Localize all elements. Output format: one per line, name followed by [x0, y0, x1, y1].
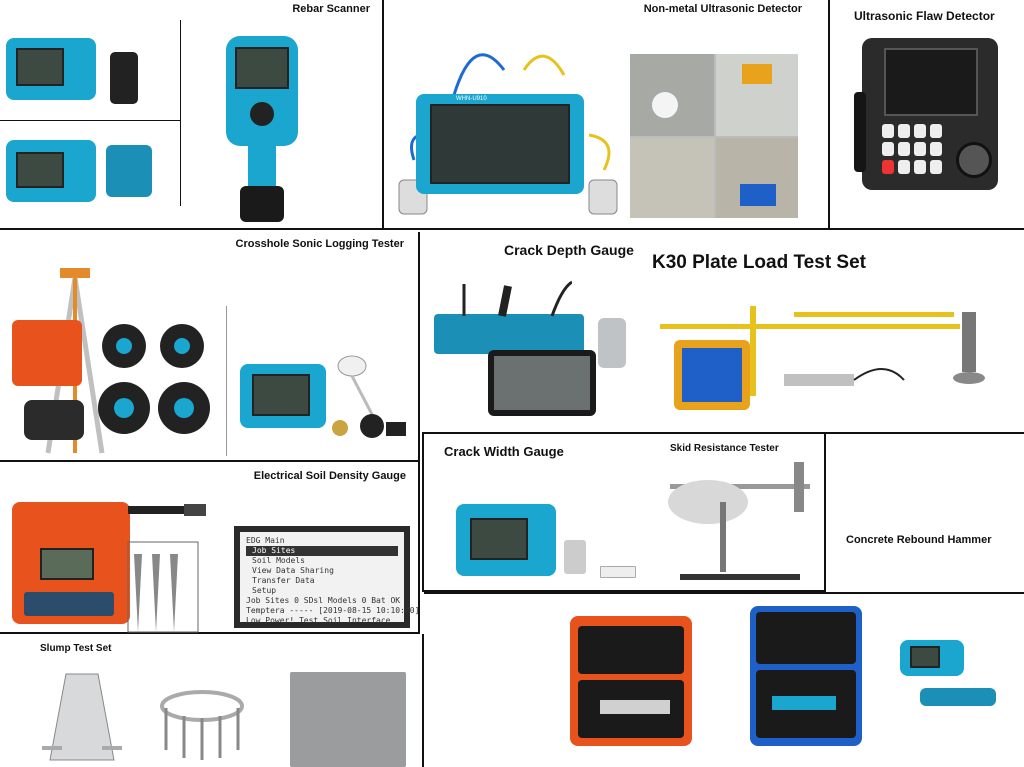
panel-nonmetal-ultrasonic: Non-metal Ultrasonic Detector WHN-U910: [384, 0, 830, 230]
screen-menu-item: View Data Sharing: [252, 566, 334, 575]
rebar-probe: [106, 145, 152, 197]
device-label: WHN-U910: [456, 96, 487, 102]
screen-status: Job Sites 0 SDsl Models 0 Bat OK: [246, 596, 401, 605]
panel-crosshole: Crosshole Sonic Logging Tester: [0, 232, 420, 462]
probes: [332, 355, 406, 438]
screen-header: EDG Main: [246, 536, 285, 545]
panel-flaw-detector: Ultrasonic Flaw Detector: [830, 0, 1024, 230]
panel-title: Ultrasonic Flaw Detector: [854, 9, 995, 23]
panel-title: Crack Depth Gauge: [504, 242, 634, 258]
panel-rebound-hammer: [424, 592, 1024, 767]
ultrasonic-cables: [398, 53, 618, 215]
orange-case: [12, 320, 82, 386]
blue-hammer-case: [750, 606, 862, 746]
probe-cables: [462, 280, 572, 317]
slump-ring: [160, 690, 244, 760]
panel-title: Rebar Scanner: [292, 3, 370, 15]
calibration-plate: [600, 566, 636, 578]
panel-title: Electrical Soil Density Gauge: [253, 470, 406, 482]
rebar-scanner-unit: [6, 140, 96, 202]
soil-spikes: [127, 504, 206, 633]
panel-title: Concrete Rebound Hammer: [846, 534, 992, 546]
tablet: [488, 350, 596, 416]
screen-menu-item: Job Sites: [246, 546, 398, 556]
soil-gauge-screen: EDG Main Job Sites Soil Models View Data…: [234, 526, 420, 628]
panel-rebar-scanner: Rebar Scanner: [0, 0, 384, 230]
ultrasonic-tablet: WHN-U910: [416, 94, 584, 194]
sonic-tester-unit: [240, 364, 326, 428]
panel-title: Skid Resistance Tester: [670, 443, 779, 454]
screen-menu-item: Soil Models: [252, 556, 305, 565]
screen-time: Temptera ----- [2019-08-15 10:10:00]: [246, 606, 420, 615]
panel-crack-width-skid: Crack Width Gauge Skid Resistance Tester: [422, 434, 826, 592]
screen-menu-item: Setup: [252, 586, 277, 595]
probe-cylinder: [598, 318, 626, 368]
cable-reels: [98, 324, 210, 434]
lens-cylinder: [564, 540, 586, 574]
divider: [226, 306, 227, 456]
control-unit: [24, 400, 84, 440]
hand-strap: [854, 92, 866, 172]
flaw-detector-unit: [862, 38, 998, 190]
divider: [180, 20, 181, 206]
panel-title: Crack Width Gauge: [444, 444, 564, 459]
panel-crack-depth-k30: Crack Depth Gauge K30 Plate Load Test Se…: [422, 232, 1024, 434]
rebar-scanner-handheld: [226, 36, 298, 222]
panel-slump-test: Slump Test Set: [0, 634, 424, 767]
panel-title: Non-metal Ultrasonic Detector: [643, 3, 802, 15]
skid-tester: [668, 462, 810, 580]
rebar-probe: [110, 52, 138, 104]
divider: [0, 120, 180, 121]
panel-title: K30 Plate Load Test Set: [652, 252, 866, 273]
rebound-hammer-display: [900, 640, 964, 676]
plate-load-set: [660, 306, 985, 410]
crack-width-unit: [456, 504, 556, 576]
field-photo: [630, 54, 798, 218]
crack-depth-unit: [434, 314, 584, 354]
panel-soil-density: Electrical Soil Density Gauge EDG Main J…: [0, 462, 420, 634]
panel-title: Crosshole Sonic Logging Tester: [235, 238, 404, 250]
slump-cone: [42, 673, 122, 761]
orange-case: [12, 502, 130, 624]
rebound-hammer: [920, 688, 996, 706]
panel-title: Slump Test Set: [40, 643, 112, 654]
rebar-scanner-unit: [6, 38, 96, 100]
orange-hammer-case: [570, 616, 692, 746]
base-plate: [290, 672, 406, 767]
screen-menu-item: Transfer Data: [252, 576, 315, 585]
screen-footer: Low Power! Test Soil Interface: [246, 616, 391, 625]
